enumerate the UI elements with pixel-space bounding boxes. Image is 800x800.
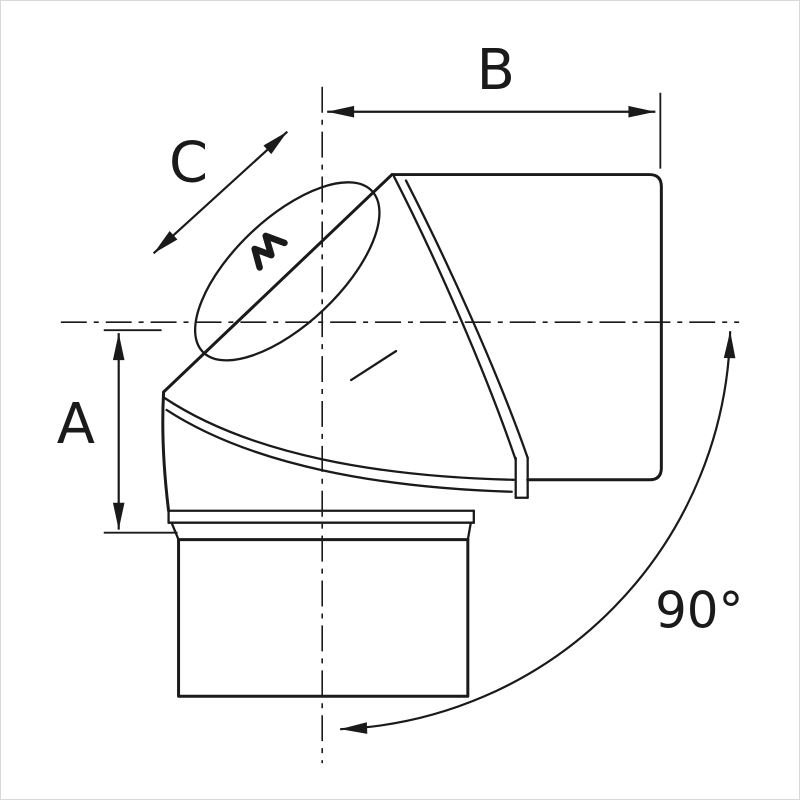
lower-joint-seam <box>163 396 515 493</box>
dim-c-line <box>152 130 289 255</box>
angle-label: 90° <box>655 581 743 639</box>
angle-dimension: 90° <box>340 331 743 734</box>
surface-line <box>349 349 398 382</box>
inlet-seam-ring <box>167 509 475 541</box>
door-clip-icon <box>251 232 288 271</box>
socket-seam <box>514 456 529 499</box>
upper-joint-seam <box>392 175 529 461</box>
dim-b-label: B <box>477 38 515 103</box>
outlet-pipe <box>390 173 663 482</box>
inlet-pipe <box>177 538 470 698</box>
dim-a-label: A <box>57 392 95 457</box>
angle-arc <box>340 331 736 734</box>
elbow-body <box>161 173 663 698</box>
middle-segment-silhouette <box>161 173 394 513</box>
dim-c-label: C <box>169 131 208 196</box>
dimension-c: C <box>152 130 289 255</box>
dimension-a: A <box>57 329 178 534</box>
dimension-b: B <box>327 38 662 169</box>
